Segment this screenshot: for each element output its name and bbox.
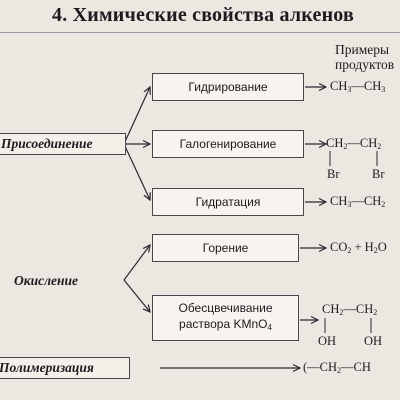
product-hydration: CH3—CH2 [330,194,386,209]
reaction-halogenation: Галогенирование [152,130,304,158]
product-hydrogenation: CH3—CH3 [330,79,386,94]
product-decolorization-oh-left: OH [318,334,337,348]
arrow-oxidation-to-combustion [123,245,150,281]
category-addition: Присоединение [0,133,126,155]
arrow-addition-to-hydrogenation [123,87,150,145]
reaction-decolorization-line2: раствора KMnO4 [179,317,272,332]
title-divider [0,32,400,33]
category-oxidation: Окисление [14,273,79,288]
reaction-decolorization: Обесцвечивание раствора KMnO4 [152,295,299,341]
arrow-addition-to-hydration [123,143,150,200]
reaction-combustion: Горение [152,234,299,262]
arrow-oxidation-to-decolorization [123,279,150,312]
products-header-line1: Примеры [335,42,390,57]
product-halogenation-br-left: Br [327,167,340,181]
products-header: Примеры продуктов [335,42,394,72]
reaction-hydrogenation: Гидрирование [152,73,304,101]
product-decolorization: CH2—CH2 [322,302,378,317]
page-title: 4. Химические свойства алкенов [52,4,355,26]
product-polymerization: (—CH2—CH [303,360,371,375]
reaction-decolorization-line1: Обесцвечивание [178,301,273,315]
products-header-line2: продуктов [335,57,395,72]
product-halogenation: CH2—CH2 [326,136,382,151]
product-decolorization-oh-right: OH [364,334,383,348]
product-halogenation-br-right: Br [372,167,385,181]
category-polymerization: Полимеризация [0,357,130,379]
product-combustion: CO2 + H2O [330,240,387,255]
reaction-hydration: Гидратация [152,188,304,216]
